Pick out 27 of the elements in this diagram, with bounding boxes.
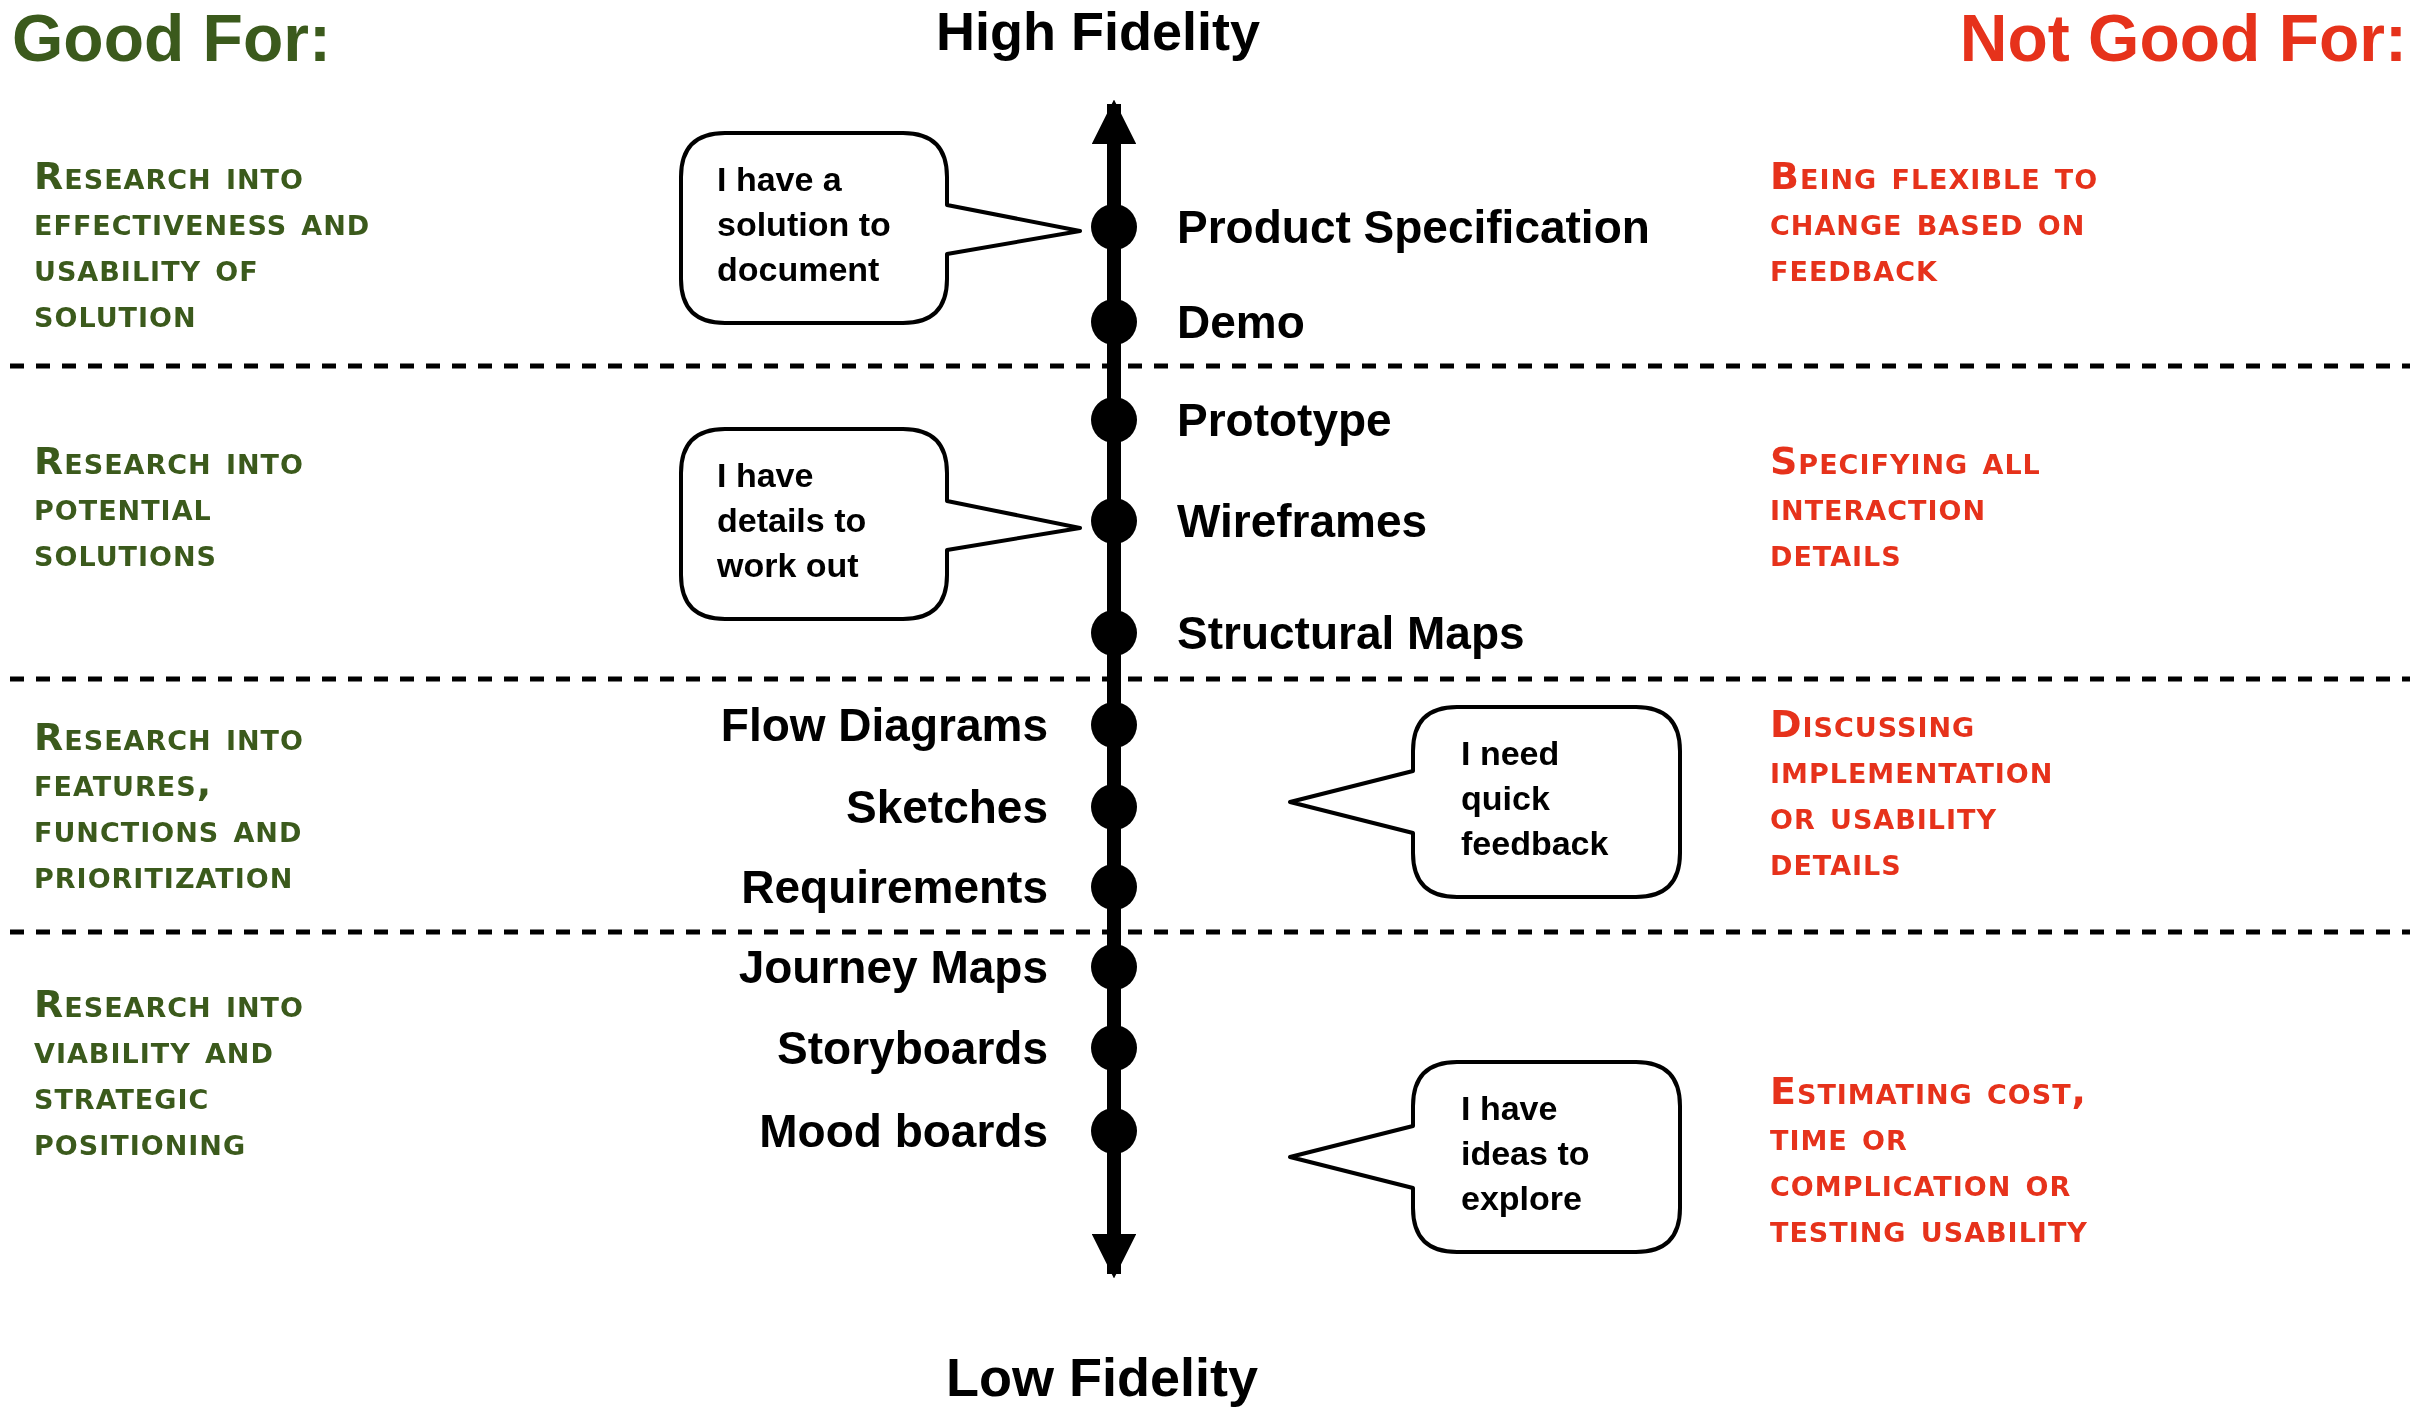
stage-label: Journey Maps xyxy=(738,941,1048,993)
note-text: Research into viability and strategic positioning xyxy=(34,981,305,1165)
heading: High Fidelity xyxy=(936,0,1260,62)
stage-label: Prototype xyxy=(1177,394,1392,446)
heading: Good For: xyxy=(12,0,331,76)
stage-label: Sketches xyxy=(846,781,1048,833)
bubble-text: I have a solution to document xyxy=(717,159,892,290)
note-text: Specifying all interaction details xyxy=(1770,438,2042,576)
stage-label: Requirements xyxy=(741,861,1048,913)
stage-label: Storyboards xyxy=(777,1022,1048,1074)
bubble-text: I have ideas to explore xyxy=(1461,1088,1591,1219)
note-text: Estimating cost, time or complication or testing usability xyxy=(1770,1068,2089,1252)
note-text: Being flexible to change based on feedback xyxy=(1770,153,2100,291)
stage-label: Product Specification xyxy=(1177,201,1650,253)
stage-label: Demo xyxy=(1177,296,1305,348)
heading: Low Fidelity xyxy=(946,1346,1258,1408)
note-text: Research into features, functions and prioritization xyxy=(34,714,305,898)
note-text: Research into potential solutions xyxy=(34,438,305,576)
stage-label: Flow Diagrams xyxy=(720,699,1048,751)
note-text: Research into effectiveness and usability of solution xyxy=(34,153,372,337)
stage-label: Structural Maps xyxy=(1177,607,1525,659)
note-text: Discussing implementation or usability details xyxy=(1770,701,2055,885)
stage-label: Mood boards xyxy=(759,1105,1048,1157)
heading: Not Good For: xyxy=(1959,0,2407,76)
bubble-text: I need quick feedback xyxy=(1461,733,1610,864)
bubble-text: I have details to work out xyxy=(717,455,868,586)
stage-label: Wireframes xyxy=(1177,495,1428,547)
